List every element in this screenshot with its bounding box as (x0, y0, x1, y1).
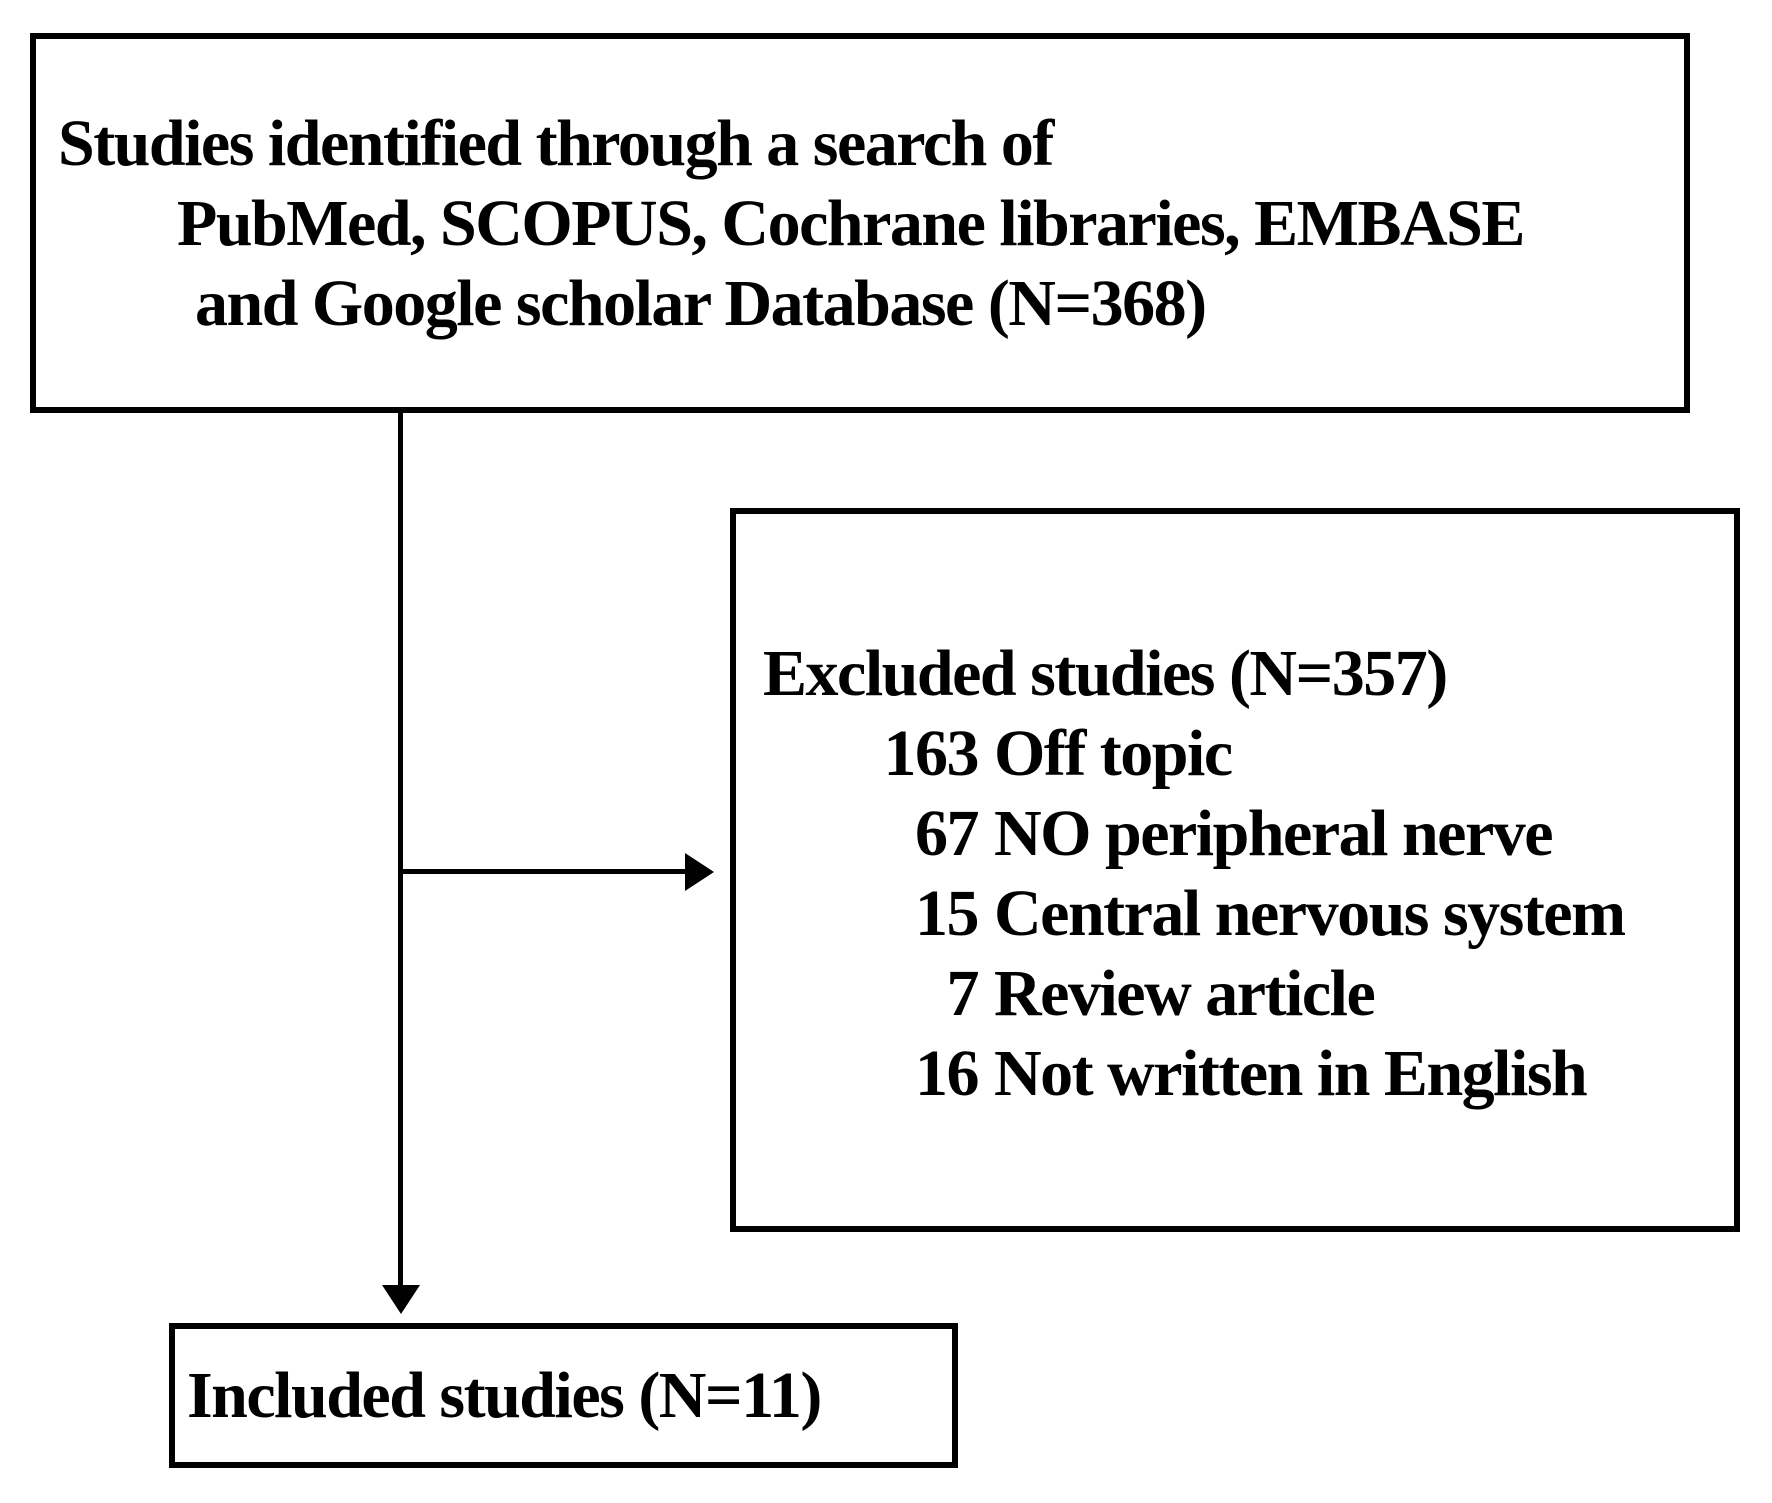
excluded-item-count: 163 (883, 717, 980, 790)
excluded-item: 67 NO peripheral nerve (763, 794, 1714, 874)
identification-line-2: PubMed, SCOPUS, Cochrane libraries, EMBA… (177, 187, 1525, 260)
excluded-box: Excluded studies (N=357) 163 Off topic 6… (730, 508, 1740, 1232)
excluded-item: 163 Off topic (763, 714, 1714, 794)
identification-box: Studies identified through a search of P… (30, 33, 1690, 413)
down-arrowhead-icon (382, 1285, 420, 1314)
excluded-item-count: 16 (915, 1037, 980, 1110)
included-box: Included studies (N=11) (169, 1323, 958, 1468)
excluded-item-reason: Not written in English (994, 1037, 1588, 1110)
excluded-item-reason: Central nervous system (994, 877, 1626, 950)
excluded-item-reason: Off topic (994, 717, 1233, 790)
excluded-item-count: 67 (915, 797, 980, 870)
excluded-item-count: 15 (915, 877, 980, 950)
identification-line-3: and Google scholar Database (N=368) (195, 267, 1207, 340)
included-label: Included studies (N=11) (187, 1358, 822, 1432)
excluded-item: 16 Not written in English (763, 1034, 1714, 1114)
down-connector-line (398, 413, 403, 1291)
excluded-item: 7 Review article (763, 954, 1714, 1034)
excluded-item-reason: NO peripheral nerve (994, 797, 1554, 870)
identification-line-1: Studies identified through a search of (58, 107, 1054, 180)
right-connector-line (400, 869, 688, 874)
excluded-item: 15 Central nervous system (763, 874, 1714, 954)
right-arrowhead-icon (685, 853, 714, 891)
excluded-item-reason: Review article (994, 957, 1376, 1030)
excluded-heading: Excluded studies (N=357) (763, 637, 1448, 710)
excluded-item-count: 7 (946, 957, 980, 1030)
